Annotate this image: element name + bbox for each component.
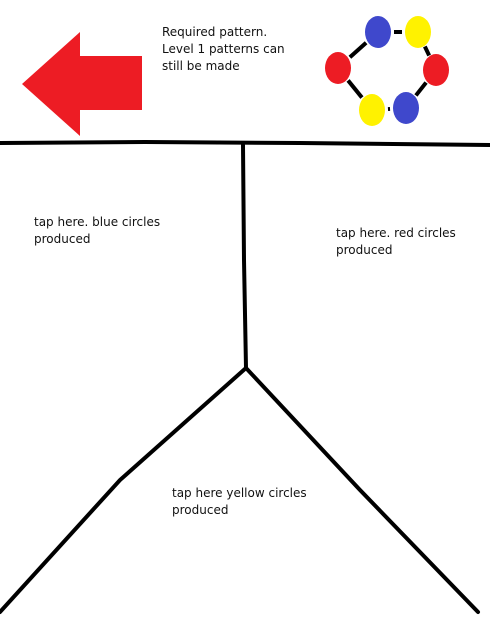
left-diagonal-line — [0, 366, 248, 614]
required-pattern — [318, 8, 458, 132]
red-zone-label: tap here. red circles produced — [336, 226, 456, 257]
pattern-connector — [414, 81, 428, 97]
pattern-connector — [346, 79, 364, 99]
pattern-ring — [325, 16, 449, 126]
pattern-circle-blue — [365, 16, 391, 48]
top-divider-line — [0, 139, 490, 147]
pattern-circle-red — [325, 52, 351, 84]
pattern-instruction: Required pattern. Level 1 patterns can s… — [162, 25, 285, 73]
back-button[interactable] — [20, 30, 142, 138]
blue-tap-zone[interactable] — [0, 145, 244, 370]
pattern-connector — [348, 41, 368, 59]
pattern-circle-yellow — [359, 94, 385, 126]
pattern-circle-yellow — [405, 16, 431, 48]
pattern-connector — [423, 45, 431, 57]
right-diagonal-line — [244, 366, 480, 614]
blue-zone-label: tap here. blue circles produced — [34, 215, 161, 246]
center-divider-line — [241, 143, 248, 370]
pattern-circle-red — [423, 54, 449, 86]
yellow-zone-label: tap here yellow circles produced — [172, 486, 307, 517]
pattern-circle-blue — [393, 92, 419, 124]
left-arrow-icon — [22, 32, 142, 136]
